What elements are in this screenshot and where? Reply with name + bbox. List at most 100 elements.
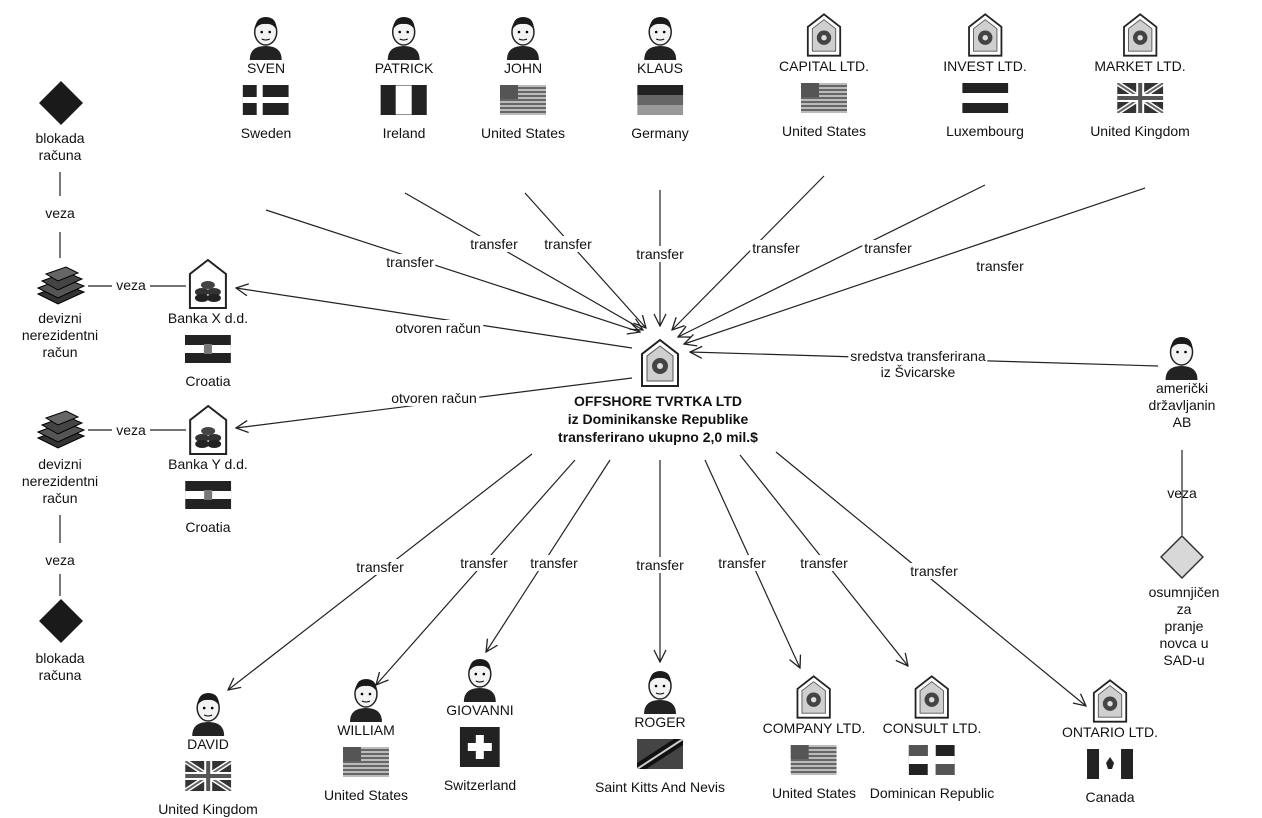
edge-label-transfer: transfer	[716, 555, 768, 571]
money-stack-icon-x[interactable]	[34, 264, 88, 308]
node-country: United States	[781, 123, 867, 139]
edge-label-transfer: transfer	[468, 236, 520, 252]
american-name: američki državljanin AB	[1148, 380, 1216, 430]
edge-patrick	[404, 192, 643, 330]
node-country: Sweden	[240, 125, 292, 141]
company-node[interactable]: CAPITAL LTD. United States	[779, 12, 869, 140]
usa-flag-icon	[791, 745, 837, 775]
bank-country: Croatia	[185, 373, 231, 389]
node-country: Switzerland	[443, 777, 517, 793]
suspect-diamond-icon[interactable]	[1160, 535, 1204, 579]
node-name: PATRICK	[374, 60, 434, 76]
edge-label-transfer: transfer	[634, 246, 686, 262]
edge-bank-x	[236, 288, 633, 349]
person-icon	[464, 659, 496, 702]
person-node[interactable]: SVEN Sweden	[240, 14, 292, 142]
node-country: United Kingdom	[1090, 123, 1190, 139]
person-icon	[507, 17, 539, 60]
node-country: United States	[323, 787, 409, 803]
person-icon	[250, 17, 282, 60]
node-name: KLAUS	[637, 60, 683, 76]
edge-john	[524, 192, 646, 328]
edge-label-transfer: transfer	[542, 236, 594, 252]
luxembourg-flag-icon	[961, 83, 1008, 113]
node-name: INVEST LTD.	[943, 58, 1027, 74]
person-node[interactable]: WILLIAM United States	[324, 676, 408, 804]
edge-label-transfer: transfer	[384, 254, 436, 270]
node-country: Dominican Republic	[869, 785, 995, 801]
edge-sven	[265, 209, 640, 332]
offshore-company-node[interactable]	[640, 338, 680, 388]
blokada-label-bottom: blokada računa	[35, 650, 85, 683]
node-name: MARKET LTD.	[1094, 58, 1186, 74]
edge-capital	[672, 175, 825, 330]
american-person-node[interactable]: američki državljanin AB	[1148, 334, 1216, 431]
node-country: United Kingdom	[158, 801, 258, 817]
person-icon	[387, 17, 420, 60]
edge-william	[376, 459, 576, 685]
offshore-company-label: OFFSHORE TVRTKA LTD iz Dominikanske Repu…	[558, 393, 758, 445]
bank-node-y[interactable]: Banka Y d.d. Croatia	[168, 404, 248, 536]
company-node[interactable]: CONSULT LTD. Dominican Republic	[869, 674, 995, 802]
flag-icon	[460, 727, 500, 767]
company-node[interactable]: MARKET LTD. United Kingdom	[1090, 12, 1190, 140]
person-node[interactable]: DAVID United Kingdom	[158, 690, 258, 818]
bank-icon	[188, 258, 227, 309]
money-stack-icon-y[interactable]	[34, 408, 88, 452]
stkitts-flag-icon	[636, 739, 683, 769]
company-icon	[914, 675, 950, 719]
edge-label-transfer: transfer	[354, 559, 406, 575]
croatia-flag-icon	[184, 335, 231, 363]
node-country: United States	[480, 125, 566, 141]
edge-ontario	[775, 451, 1086, 706]
node-country: Saint Kitts And Nevis	[595, 779, 725, 795]
person-icon	[643, 671, 676, 714]
person-node[interactable]: ROGER Saint Kitts And Nevis	[595, 668, 725, 796]
veza-label-bank-x: veza	[116, 277, 146, 293]
company-icon	[967, 13, 1003, 57]
edge-label-transfer: transfer	[458, 555, 510, 571]
germany-flag-icon	[636, 85, 683, 115]
edge-invest	[678, 184, 986, 337]
edge-label-transfer: transfer	[974, 258, 1026, 274]
blokada-label-top: blokada računa	[35, 130, 85, 163]
node-name: SVEN	[246, 60, 286, 76]
bank-name: Banka X d.d.	[167, 310, 249, 326]
blokada-diamond-bottom-icon[interactable]	[38, 598, 84, 644]
company-node[interactable]: INVEST LTD.Luxembourg	[943, 12, 1027, 140]
node-name: CONSULT LTD.	[882, 720, 982, 736]
usa-flag-icon	[500, 85, 546, 115]
edge-label-transfer: transfer	[862, 240, 914, 256]
person-icon	[350, 679, 382, 722]
edge-label-transfer: transfer	[750, 240, 802, 256]
veza-label-bottom: veza	[45, 552, 75, 568]
node-name: COMPANY LTD.	[762, 720, 866, 736]
bank-node-x[interactable]: Banka X d.d. Croatia	[168, 258, 248, 390]
person-node[interactable]: KLAUS Germany	[631, 14, 689, 142]
edge-label-transfer: transfer	[908, 563, 960, 579]
company-icon	[641, 338, 679, 387]
edge-label-transfer: transfer	[528, 555, 580, 571]
node-country: Canada	[1085, 789, 1135, 805]
node-country: Germany	[631, 125, 689, 141]
canada-flag-icon	[1087, 749, 1133, 779]
edge-label-transfer: transfer	[798, 555, 850, 571]
devizni-label-y: devizni nerezidentni račun	[21, 456, 99, 506]
node-name: WILLIAM	[337, 722, 395, 738]
node-name: DAVID	[187, 736, 229, 752]
person-icon	[192, 693, 224, 736]
company-node[interactable]: COMPANY LTD.United States	[762, 674, 866, 802]
company-node[interactable]: ONTARIO LTD.Canada	[1062, 678, 1158, 806]
node-name: ROGER	[634, 714, 686, 730]
node-name: CAPITAL LTD.	[779, 58, 869, 74]
devizni-label-x: devizni nerezidentni račun	[21, 310, 99, 360]
person-icon	[1166, 337, 1198, 380]
suspect-label: osumnjičen za pranje novca u SAD-u	[1148, 584, 1220, 668]
bank-country: Croatia	[185, 519, 231, 535]
sweden-flag-icon	[243, 85, 289, 115]
ireland-flag-icon	[380, 85, 427, 115]
blokada-diamond-top-icon[interactable]	[38, 80, 84, 126]
